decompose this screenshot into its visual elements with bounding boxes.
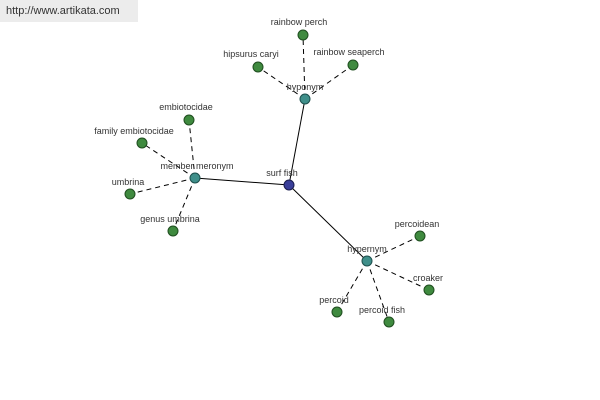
node-member-meronym-node[interactable]	[189, 172, 201, 184]
node-percoid-fish-node[interactable]	[383, 316, 395, 328]
node-genus-umbrina-node[interactable]	[167, 225, 179, 237]
node-umbrina-label: umbrina	[112, 177, 145, 187]
node-umbrina-node[interactable]	[124, 188, 136, 200]
node-family-embiotocidae-node[interactable]	[136, 137, 148, 149]
edge-hypernym-percoidean	[366, 235, 421, 262]
edge-hypernym-percoid	[336, 260, 368, 313]
node-rainbow-seaperch-label: rainbow seaperch	[313, 47, 384, 57]
labels-layer: rainbow perch hipsurus caryi rainbow seape…	[94, 17, 443, 315]
node-family-embiotocidae-label: family embiotocidae	[94, 126, 174, 136]
watermark-url: http://www.artikata.com	[0, 0, 138, 22]
node-rainbow-seaperch-node[interactable]	[347, 59, 359, 71]
edge-surf-fish-hypernym	[288, 184, 368, 262]
node-hypernym-label: hypernym	[347, 244, 387, 254]
node-percoid-fish-label: percoid fish	[359, 305, 405, 315]
edge-hyponym-rainbow-perch	[302, 34, 306, 100]
edge-member-meronym-genus-umbrina	[172, 177, 196, 232]
edge-surf-fish-hyponym	[288, 98, 306, 186]
edge-hypernym-percoid-fish	[366, 260, 390, 323]
edge-surf-fish-member-meronym	[194, 177, 290, 186]
edges-layer	[129, 34, 430, 323]
node-rainbow-perch-label: rainbow perch	[271, 17, 328, 27]
node-percoid-label: percoid	[319, 295, 349, 305]
node-surf-fish-node[interactable]	[283, 179, 295, 191]
edge-member-meronym-umbrina	[129, 177, 196, 195]
nodes-layer	[124, 29, 435, 328]
edge-member-meronym-family-embiotocidae	[141, 142, 196, 179]
edge-hypernym-croaker	[366, 260, 430, 291]
node-hipsurus-caryi-label: hipsurus caryi	[223, 49, 279, 59]
node-croaker-node[interactable]	[423, 284, 435, 296]
node-croaker-label: croaker	[413, 273, 443, 283]
node-embiotocidae-label: embiotocidae	[159, 102, 213, 112]
node-genus-umbrina-label: genus umbrina	[140, 214, 200, 224]
node-rainbow-perch-node[interactable]	[297, 29, 309, 41]
node-percoidean-label: percoidean	[395, 219, 440, 229]
node-hypernym-node[interactable]	[361, 255, 373, 267]
node-embiotocidae-node[interactable]	[183, 114, 195, 126]
node-surf-fish-label: surf fish	[266, 168, 298, 178]
node-percoid-node[interactable]	[331, 306, 343, 318]
node-hyponym-label: hyponym	[287, 82, 324, 92]
node-percoidean-node[interactable]	[414, 230, 426, 242]
edge-member-meronym-embiotocidae	[188, 119, 196, 179]
edge-hyponym-hipsurus-caryi	[257, 66, 306, 100]
node-member-meronym-label: member meronym	[160, 161, 233, 171]
edge-hyponym-rainbow-seaperch	[304, 64, 354, 100]
node-hipsurus-caryi-node[interactable]	[252, 61, 264, 73]
node-hyponym-node[interactable]	[299, 93, 311, 105]
